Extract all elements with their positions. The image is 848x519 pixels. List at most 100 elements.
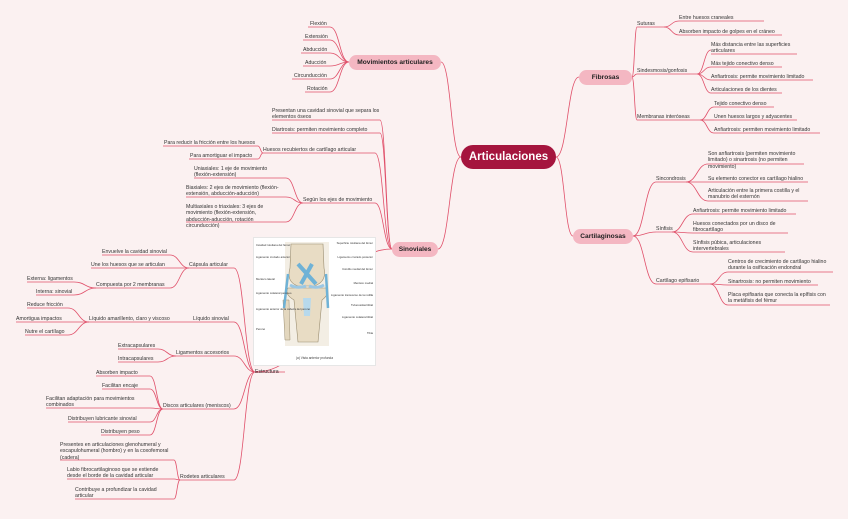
node-mov-aduccion[interactable]: Aducción — [305, 60, 327, 66]
node-huesos-1[interactable]: Para reducir la fricción entre los hueso… — [164, 140, 256, 146]
connector-curve — [555, 76, 580, 158]
node-sinfisis-3[interactable]: Sínfisis púbica, articulaciones interver… — [693, 240, 762, 253]
connector-curve — [233, 321, 256, 373]
node-epifisario[interactable]: Cartílago epifisario — [656, 278, 700, 284]
node-sincondrosis[interactable]: Sincondrosis — [656, 176, 686, 182]
node-membranas-2[interactable]: Unen huesos largos y adyacentes — [714, 114, 793, 120]
node-epifisario-3[interactable]: Placa epifisaria que conecta la epífisis… — [728, 292, 826, 305]
topic-fibrosas[interactable]: Fibrosas — [579, 70, 632, 85]
connector-curve — [709, 283, 729, 286]
connector-curve — [696, 66, 712, 75]
node-sindesmosis-3[interactable]: Anfiartrosis: permite movimiento limitad… — [711, 74, 805, 80]
figure-left-label-0: Cavidad rotuliana del fémur — [256, 243, 290, 247]
node-membranas-1[interactable]: Tejido conectivo denso — [714, 101, 767, 107]
figure-right-label-2: Cóndilo medial del fémur — [342, 267, 373, 271]
connector-curve — [374, 152, 393, 250]
connector-curve — [169, 254, 190, 269]
connector-curve — [379, 119, 393, 250]
node-rodetes-1[interactable]: Presentes en articulaciones glenohumeral… — [60, 442, 169, 461]
node-liquido-1[interactable]: Reduce fricción — [27, 302, 63, 308]
node-capsula-2[interactable]: Une los huesos que se articulan — [91, 262, 165, 268]
node-sincondrosis-3[interactable]: Articulación entre la primera costilla y… — [708, 188, 800, 201]
node-ligamentos-2[interactable]: Intracapsulares — [118, 356, 154, 362]
node-capsula[interactable]: Cápsula articular — [189, 262, 228, 268]
node-discos-3[interactable]: Facilitan adaptación para movimientos co… — [46, 396, 135, 409]
node-liquido[interactable]: Líquido sinovial — [193, 316, 229, 322]
node-epifisario-1[interactable]: Centros de crecimiento de cartílago hial… — [728, 259, 827, 272]
node-rodetes-2[interactable]: Labio fibrocartilaginoso que se extiende… — [67, 467, 159, 480]
connector-curve — [696, 49, 712, 75]
node-ejes-3[interactable]: Multiaxiales o triaxiales: 3 ejes de mov… — [186, 204, 264, 230]
node-sindesmosis-4[interactable]: Articulaciones de los dientes — [711, 87, 777, 93]
node-discos-4[interactable]: Distribuyen lubricante sinovial — [68, 416, 137, 422]
node-ejes-1[interactable]: Uniaxiales: 1 eje de movimiento (flexión… — [194, 166, 268, 179]
topic-movimientos-articulares[interactable]: Movimientos articulares — [349, 55, 441, 70]
node-discos-1[interactable]: Absorben impacto — [96, 370, 138, 376]
node-ejes[interactable]: Según los ejes de movimiento — [303, 197, 373, 203]
connector-curve — [157, 348, 177, 357]
menisci — [289, 283, 325, 289]
connector-curve — [709, 271, 729, 285]
node-sinfisis[interactable]: Sínfisis — [656, 226, 673, 232]
node-ligamentos-1[interactable]: Extracapsulares — [118, 343, 156, 349]
node-sindesmosis[interactable]: Sindesmosis/gonfosis — [637, 68, 688, 74]
node-discos[interactable]: Discos articulares (meniscos) — [163, 403, 231, 409]
node-liquido-2[interactable]: Amortigua impactos — [16, 316, 62, 322]
topic-cartilaginosas[interactable]: Cartilaginosas — [573, 229, 633, 244]
node-capsula-membranas[interactable]: Compuesta por 2 membranas — [96, 282, 165, 288]
central-topic[interactable]: Articulaciones — [461, 145, 556, 169]
connector-curve — [632, 181, 657, 237]
node-rodetes[interactable]: Rodetes articulares — [180, 474, 225, 480]
node-liquido-amarillento[interactable]: Líquido amarillento, claro y viscoso — [89, 316, 170, 322]
node-ligamentos[interactable]: Ligamentos accesorios — [176, 350, 230, 356]
node-mov-circunduccion[interactable]: Circunducción — [294, 73, 327, 79]
node-suturas-1[interactable]: Entre huesos craneales — [679, 15, 734, 21]
node-huesos-2[interactable]: Para amortiguar el impacto — [190, 153, 253, 159]
figure-right-label-3: Menisco medial — [354, 281, 374, 285]
node-mov-flexion[interactable]: Flexión — [310, 21, 327, 27]
node-membranas-3[interactable]: Anfiartrosis: permiten movimiento limita… — [714, 127, 811, 133]
node-diartrosis[interactable]: Diartrosis: permiten movimiento completo — [272, 127, 368, 133]
node-membranas[interactable]: Membranas interóseas — [637, 114, 690, 120]
node-membrana-interna[interactable]: Interna: sinovial — [36, 289, 73, 295]
connector-curve — [149, 408, 164, 436]
femur-shape — [288, 243, 325, 287]
node-ejes-2[interactable]: Biaxiales: 2 ejes de movimiento (flexión… — [186, 185, 279, 198]
node-capsula-1[interactable]: Envuelve la cavidad sinovial — [102, 249, 167, 255]
connector-curve — [149, 408, 164, 423]
node-mov-abduccion[interactable]: Abducción — [303, 47, 328, 53]
node-sindesmosis-2[interactable]: Más tejido conectivo denso — [711, 61, 774, 67]
node-estructura[interactable]: Estructura — [255, 369, 279, 375]
connector-curve — [671, 213, 694, 233]
node-liquido-3[interactable]: Nutre el cartílago — [25, 329, 65, 335]
fibula-shape — [282, 299, 291, 341]
node-sincondrosis-1[interactable]: Son anfiartrosis (permiten movimiento li… — [708, 151, 796, 170]
figure-right-label-0: Superficie rotuliana del fémur — [337, 241, 373, 245]
node-sinfisis-1[interactable]: Anfiartrosis: permite movimiento limitad… — [693, 208, 787, 214]
node-suturas-2[interactable]: Absorben impacto de golpes en el cráneo — [679, 29, 775, 35]
node-suturas[interactable]: Suturas — [637, 21, 655, 27]
topic-sinoviales[interactable]: Sinoviales — [392, 242, 438, 257]
node-huesos-recubiertos[interactable]: Huesos recubiertos de cartílago articula… — [263, 147, 357, 153]
connector-curve — [696, 73, 712, 81]
node-sinfisis-2[interactable]: Huesos conectados por un disco de fibroc… — [693, 221, 776, 234]
node-discos-2[interactable]: Facilitan encaje — [102, 383, 139, 389]
connector-curve — [149, 375, 164, 410]
node-mov-rotacion[interactable]: Rotación — [307, 86, 328, 92]
connector-curve — [73, 281, 97, 289]
connector-curve — [685, 163, 709, 183]
connector-curve — [233, 371, 256, 410]
node-presentan-cavidad[interactable]: Presentan una cavidad sinovial que separ… — [272, 108, 380, 121]
node-rodetes-3[interactable]: Contribuye a profundizar la cavidad arti… — [75, 487, 157, 500]
node-epifisario-2[interactable]: Sinartrosis: no permiten movimiento — [728, 279, 811, 285]
node-sincondrosis-2[interactable]: Su elemento conector es cartílago hialin… — [708, 176, 804, 182]
node-mov-extension[interactable]: Extensión — [305, 34, 328, 40]
node-sindesmosis-1[interactable]: Más distancia entre las superficies arti… — [711, 42, 791, 55]
connector-curve — [233, 267, 256, 373]
node-discos-5[interactable]: Distribuyen peso — [101, 429, 140, 435]
connector-curve — [631, 73, 638, 78]
node-membrana-externa[interactable]: Externa: ligamentos — [27, 276, 73, 282]
connector-curve — [671, 231, 694, 234]
connector-curve — [169, 267, 190, 289]
